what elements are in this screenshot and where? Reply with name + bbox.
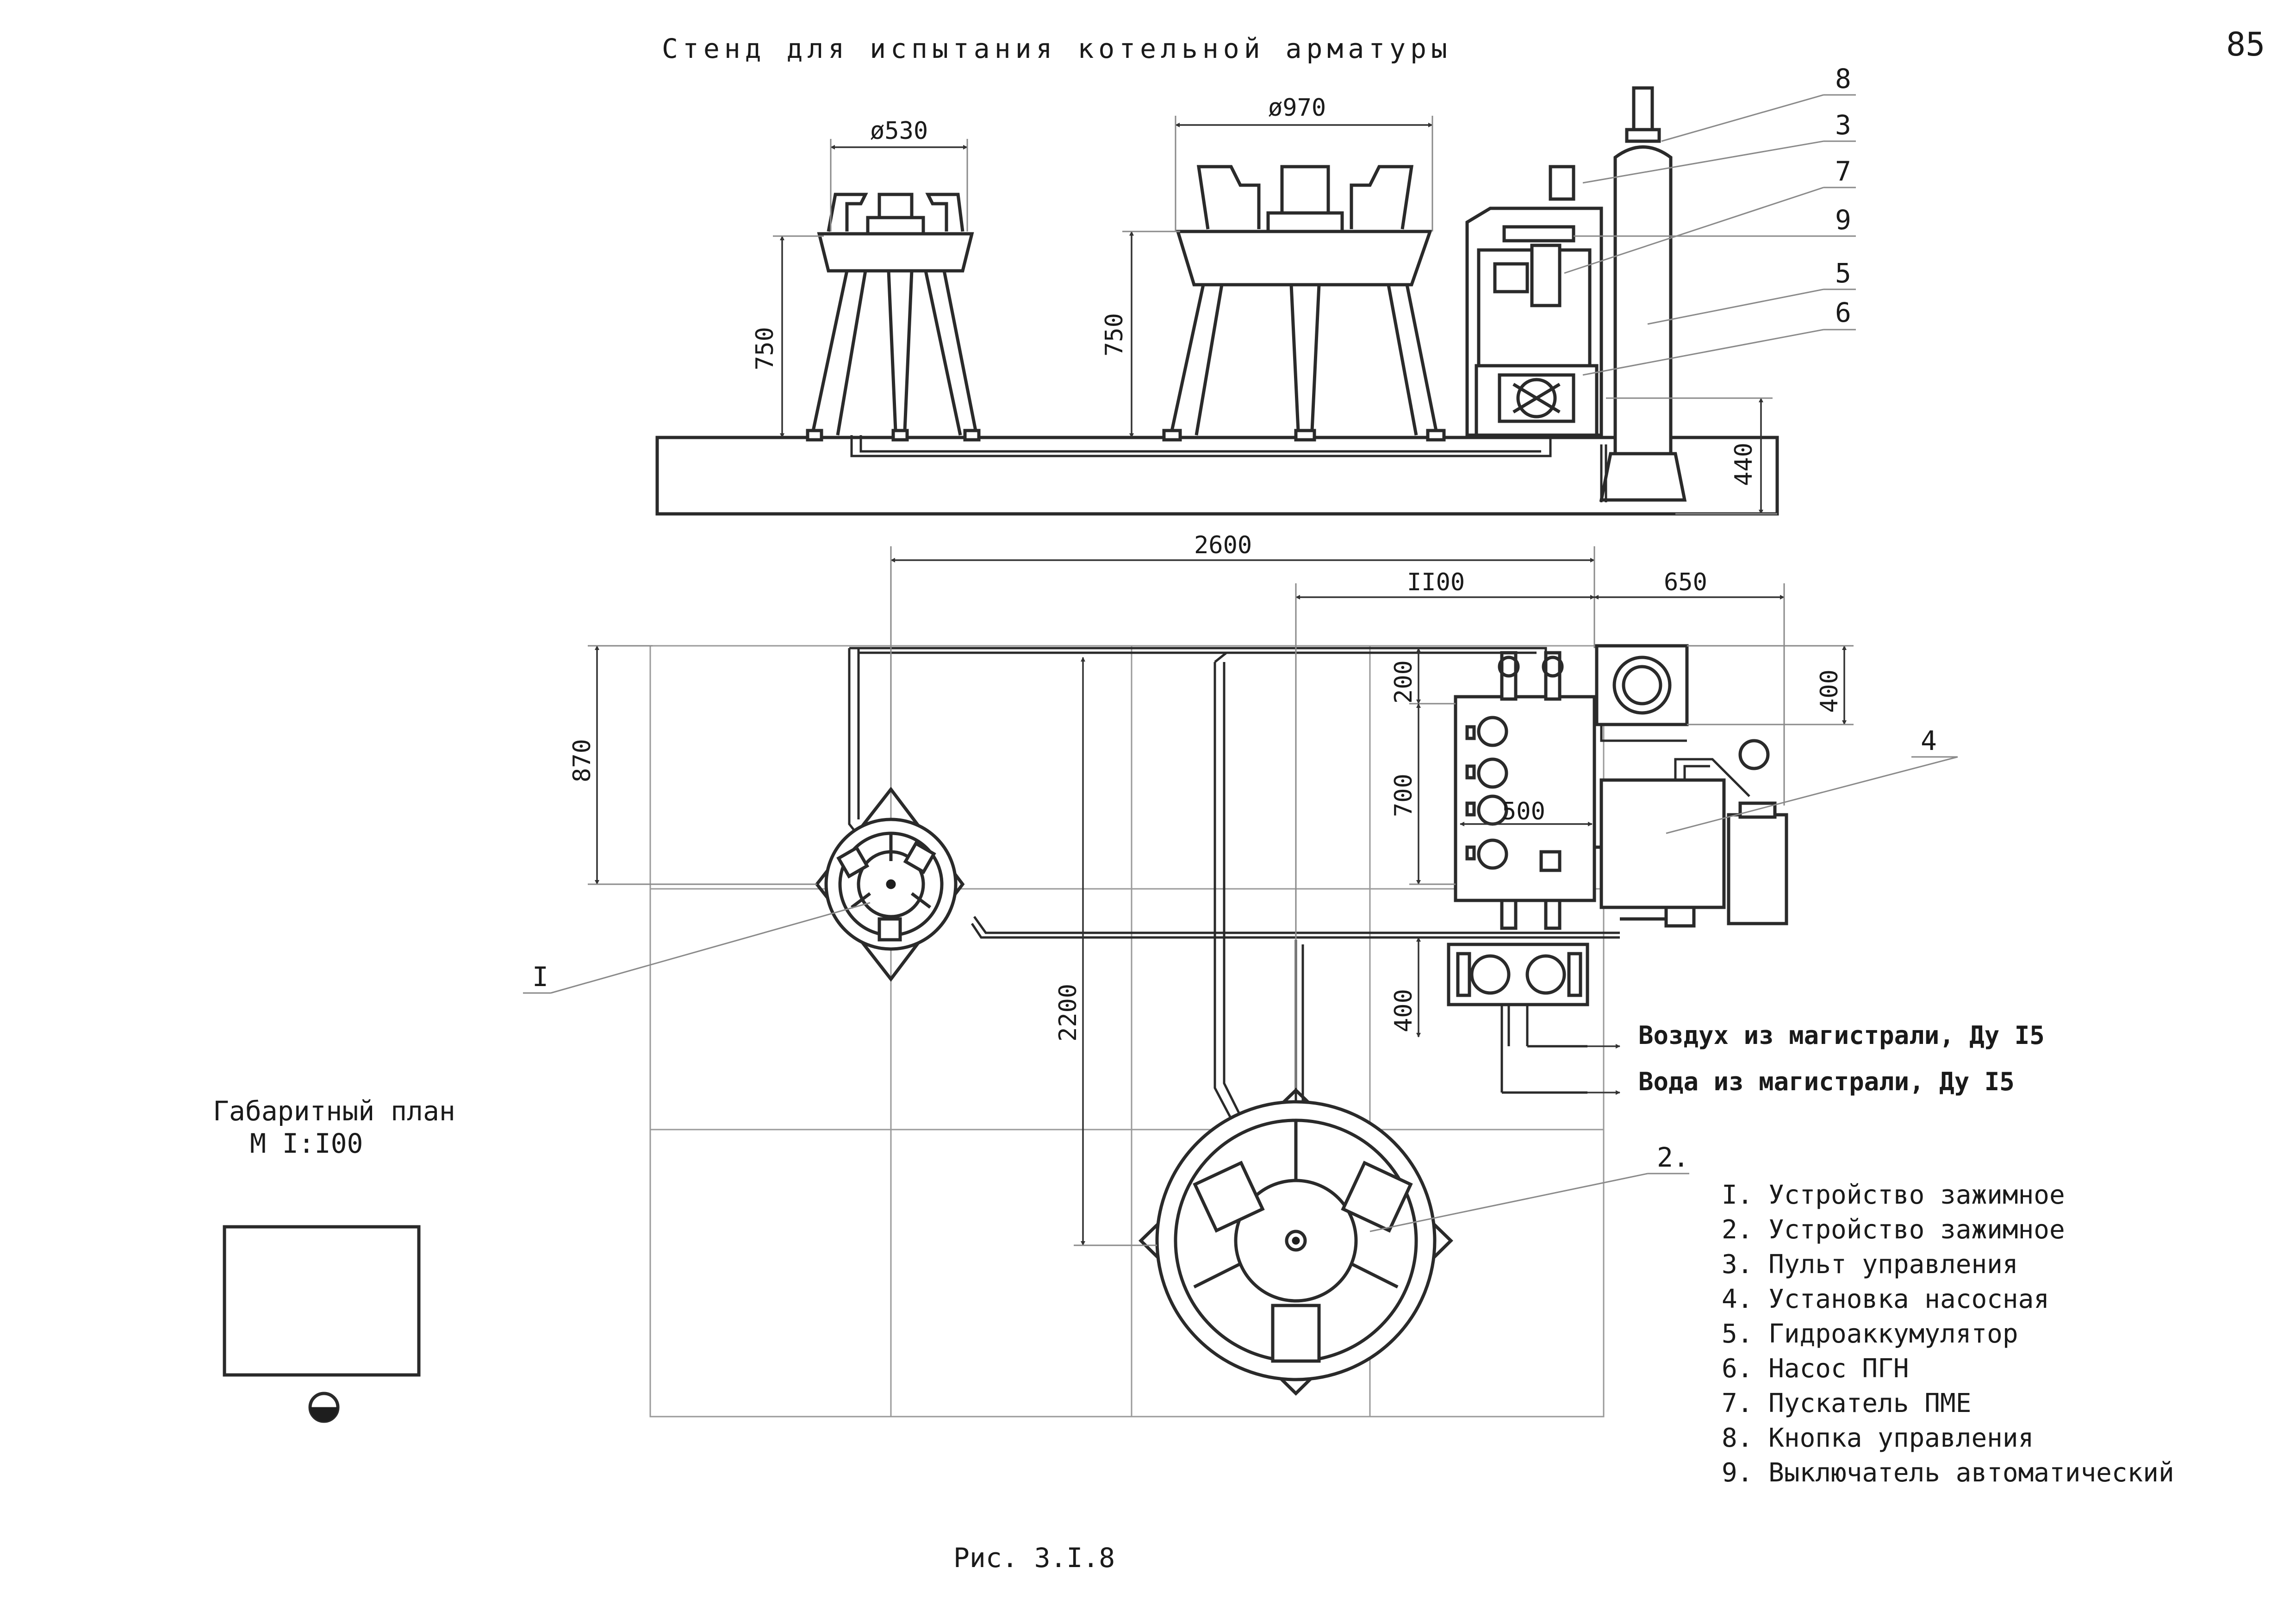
air-supply-label: Воздух из магистрали, Ду I5 — [1638, 1021, 2045, 1050]
overall-plan-key: Габаритный план М I:I00 — [213, 1095, 455, 1423]
legend-item-7: 7. Пускатель ПМЕ — [1722, 1388, 1971, 1418]
legend-item-4: 4. Установка насосная — [1722, 1284, 2049, 1314]
dim-d970: ø970 — [1268, 94, 1326, 122]
clamp-device-1-plan — [815, 787, 965, 982]
drawing-title: Стенд для испытания котельной арматуры — [662, 33, 1452, 64]
dim-870: 870 — [568, 739, 596, 782]
elevation-dimensions: ø530 ø970 750 750 440 — [751, 94, 1777, 515]
legend-item-1: I. Устройство зажимное — [1722, 1180, 2065, 1210]
dim-700: 700 — [1390, 774, 1418, 817]
pump-unit-plan — [1599, 739, 1788, 928]
legend-item-3: 3. Пульт управления — [1722, 1249, 2018, 1280]
callout-7: 7 — [1835, 156, 1851, 187]
dim-2600: 2600 — [1194, 531, 1252, 559]
callout-8: 8 — [1835, 63, 1851, 94]
clamp-stand-large — [1162, 165, 1446, 442]
legend-item-9: 9. Выключатель автоматический — [1722, 1458, 2174, 1488]
control-panel-side — [1465, 165, 1603, 437]
hydro-accumulator-side — [1599, 86, 1687, 502]
dim-400-top: 400 — [1816, 669, 1843, 713]
dim-h750-left: 750 — [751, 327, 779, 370]
plan-frame — [223, 1225, 421, 1377]
dim-h440: 440 — [1730, 443, 1758, 486]
callout-6: 6 — [1835, 297, 1851, 328]
page-number: 85 — [2226, 25, 2265, 63]
legend-item-5: 5. Гидроаккумулятор — [1722, 1319, 2018, 1349]
callout-9: 9 — [1835, 204, 1851, 236]
dim-1100: II00 — [1407, 568, 1465, 596]
dim-200: 200 — [1390, 660, 1418, 704]
pump-plan — [1447, 943, 1589, 1093]
hydro-accumulator-plan — [1595, 644, 1689, 742]
legend-item-6: 6. Насос ПГН — [1722, 1354, 1909, 1384]
plan-view — [649, 644, 1788, 1418]
plan-scale: М I:I00 — [250, 1128, 363, 1159]
callout-1: I — [532, 961, 548, 993]
legend-item-8: 8. Кнопка управления — [1722, 1423, 2034, 1453]
water-supply-label: Вода из магистрали, Ду I5 — [1638, 1067, 2015, 1096]
clamp-stand-small — [806, 193, 981, 442]
callout-5: 5 — [1835, 257, 1851, 289]
base-platform — [655, 436, 1779, 516]
plan-dimensions: 2600 II00 650 870 200 400 700 500 2200 4… — [568, 531, 1854, 1246]
dim-400-bottom: 400 — [1390, 989, 1418, 1032]
plan-title: Габаритный план — [213, 1095, 455, 1127]
figure-caption: Рис. 3.I.8 — [953, 1542, 1115, 1574]
dim-650: 650 — [1664, 568, 1707, 596]
legend-item-2: 2. Устройство зажимное — [1722, 1215, 2065, 1245]
dim-h750-right: 750 — [1101, 313, 1128, 356]
clamp-device-2-plan — [1138, 1088, 1454, 1396]
dim-d530: ø530 — [870, 117, 928, 145]
callout-2: 2. — [1657, 1142, 1689, 1173]
dim-500: 500 — [1502, 798, 1545, 825]
callout-4: 4 — [1921, 725, 1937, 756]
dim-2200: 2200 — [1054, 984, 1082, 1042]
plan-callouts: 4 I 2. — [523, 725, 1958, 1232]
callout-3: 3 — [1835, 109, 1851, 141]
legend: I. Устройство зажимное 2. Устройство заж… — [1722, 1180, 2174, 1488]
elevation-view — [655, 86, 1779, 516]
elevation-callouts: 8 3 7 9 5 6 — [1564, 63, 1856, 376]
